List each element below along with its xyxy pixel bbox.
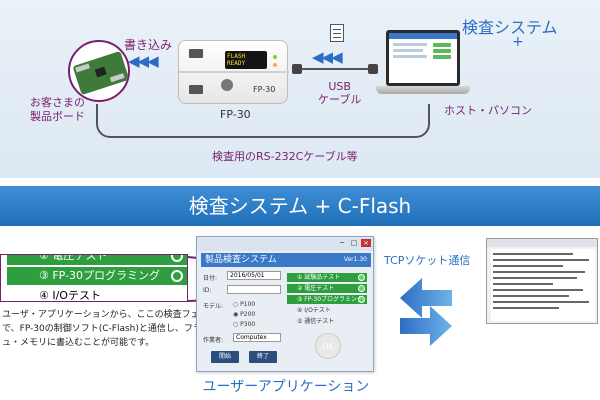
maximize-icon[interactable]: □: [350, 239, 358, 247]
target-port-icon: [189, 85, 203, 94]
rs232c-cable: [96, 104, 430, 138]
model-radio[interactable]: ○ P100: [233, 301, 256, 308]
operator-label: 作業者:: [203, 337, 224, 344]
end-button[interactable]: 終了: [249, 351, 277, 363]
zoom-callout: ② 電圧テスト ③ FP-30プログラミング ④ I/Oテスト: [0, 254, 188, 302]
start-button[interactable]: 開始: [211, 351, 239, 363]
rs232c-label: 検査用のRS-232Cケーブル等: [212, 150, 358, 163]
minimize-icon[interactable]: ─: [339, 239, 345, 247]
zoom-step-row: ② 電圧テスト: [7, 255, 187, 265]
inspection-system-title: 検査システム: [462, 18, 558, 37]
id-field[interactable]: [227, 285, 281, 294]
user-application-window: ─ □ × 製品検査システム Ver1.30 日付: 2016/05/01 ID…: [196, 236, 374, 372]
model-radio[interactable]: ◉ P200: [233, 311, 256, 318]
customer-board-image: [68, 40, 130, 102]
usb-cable-label: USB ケーブル: [318, 80, 362, 106]
tcp-socket-label: TCPソケット通信: [384, 254, 471, 267]
section-banner: 検査システム + C-Flash: [0, 186, 600, 226]
fp30-model-text: FP-30: [253, 85, 276, 94]
zoom-step-row: ④ I/Oテスト: [39, 289, 101, 302]
inspection-system-plus: +: [512, 34, 524, 50]
model-radio[interactable]: ○ P300: [233, 321, 256, 328]
operator-field[interactable]: Computex: [233, 333, 281, 342]
close-icon[interactable]: ×: [361, 239, 371, 247]
host-pc-label: ホスト・パソコン: [444, 104, 532, 117]
laptop-icon: [376, 86, 470, 94]
usb-port-icon: [189, 49, 203, 58]
date-label: 日付:: [203, 275, 218, 282]
host-console-window: [486, 238, 598, 324]
status-led-icon: [273, 55, 277, 59]
bidirectional-arrows-icon: [400, 278, 452, 346]
zoom-step-row: ③ FP-30プログラミング: [7, 267, 187, 285]
fp30-display: FLASH READY: [225, 51, 267, 69]
test-step-row: ② 電圧テスト: [287, 284, 367, 293]
test-step-row: ④ I/Oテスト: [297, 307, 331, 314]
date-field[interactable]: 2016/05/01: [227, 271, 281, 280]
id-label: ID:: [203, 287, 212, 294]
status-led-icon: [273, 63, 277, 67]
write-arrows: ◀◀◀: [128, 52, 159, 70]
app-version: Ver1.30: [343, 256, 367, 263]
description-text: ユーザ・アプリケーションから、ここの検査フェーズで、FP-30の制御ソフト(C-…: [2, 310, 220, 348]
usb-plug-icon: [368, 64, 378, 74]
fp30-button-icon: [221, 79, 233, 91]
console-log: [491, 249, 595, 321]
window-titlebar: ─ □ ×: [197, 237, 373, 251]
test-step-row: ③ FP-30プログラミング: [287, 295, 367, 304]
write-label: 書き込み: [124, 38, 173, 52]
pcb-icon: [72, 51, 128, 95]
fp30-device: FLASH READY FP-30: [178, 40, 289, 104]
ok-button[interactable]: OK: [315, 333, 341, 359]
test-step-row: ① 試験品テスト: [287, 273, 367, 282]
user-application-caption: ユーザーアプリケーション: [202, 379, 370, 395]
app-header: 製品検査システム Ver1.30: [201, 253, 371, 267]
model-label: モデル:: [203, 303, 224, 310]
usb-arrows: ◀◀◀: [312, 48, 343, 66]
usb-plug-icon: [292, 64, 302, 74]
window-titlebar: [487, 239, 597, 247]
customer-board-label: お客さまの 製品ボード: [30, 96, 85, 123]
usb-cable: [302, 68, 372, 70]
fp30-caption: FP-30: [220, 108, 251, 121]
overview-panel: 書き込み ◀◀◀ お客さまの 製品ボード FLASH READY FP-30 F…: [0, 0, 600, 178]
host-laptop-screen: [386, 30, 460, 86]
app-title: 製品検査システム: [205, 255, 277, 265]
document-icon: [330, 24, 344, 42]
test-step-row: ⑤ 通信テスト: [297, 318, 335, 325]
